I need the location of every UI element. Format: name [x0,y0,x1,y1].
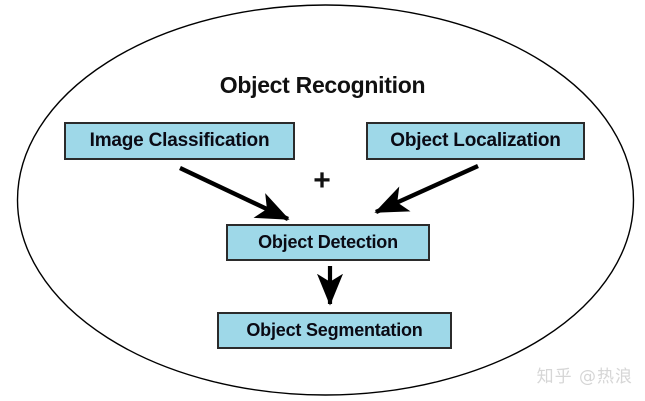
arrow-localization-to-detection [374,163,479,215]
node-image-classification[interactable]: Image Classification [64,122,295,160]
container-ellipse [16,4,635,396]
arrow-classification-to-detection [179,166,290,221]
node-label: Object Localization [390,130,561,151]
node-object-detection[interactable]: Object Detection [226,224,430,261]
node-label: Image Classification [89,130,270,151]
node-label: Object Segmentation [246,320,423,340]
watermark-text: 知乎 @热浪 [536,367,633,387]
page-title: Object Recognition [219,72,426,98]
node-object-localization[interactable]: Object Localization [366,122,585,160]
node-object-segmentation[interactable]: Object Segmentation [217,312,452,349]
node-label: Object Detection [258,232,398,252]
plus-operator-symbol: + [313,164,331,197]
